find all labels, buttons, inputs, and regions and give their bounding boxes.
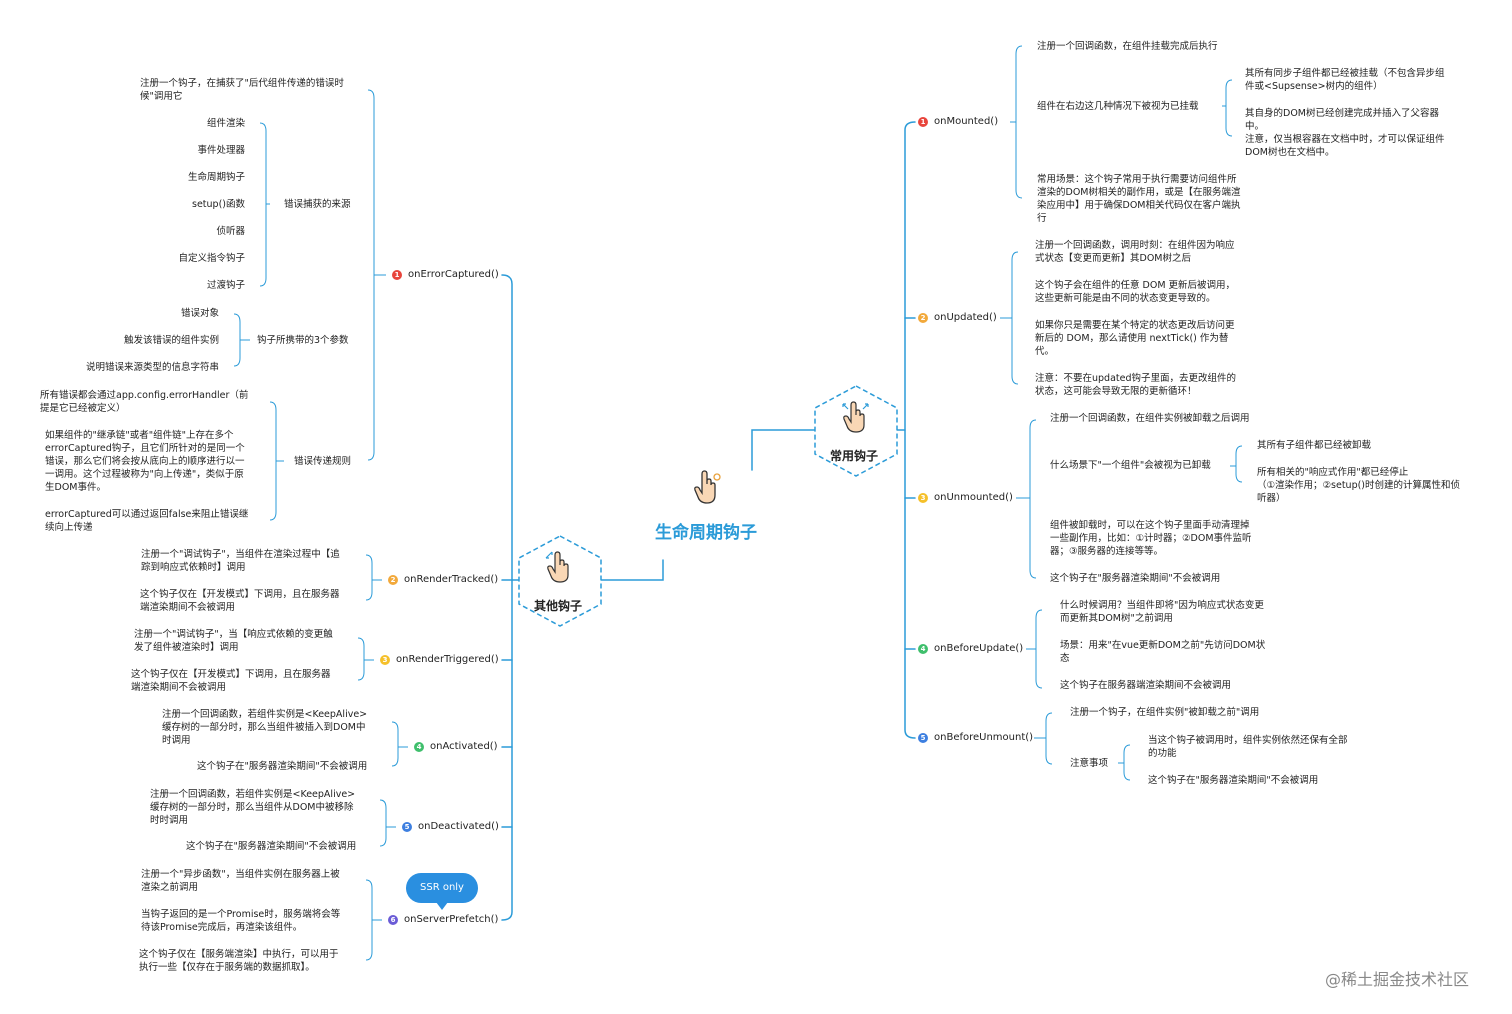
serverprefetch-note-1: 注册一个"异步函数"，当组件实例在服务器上被 渲染之前调用: [141, 869, 340, 893]
updated-note-2: 这个钩子会在组件的任意 DOM 更新后被调用， 这些更新可能是由不同的状态变更导…: [1035, 280, 1236, 304]
mounted-note-2b: 其自身的DOM树已经创建完成并插入了父容器 中。 注意，仅当根容器在文档中时，才…: [1245, 108, 1445, 158]
unmounted-note-2b: 所有相关的"响应式作用"都已经停止 （①渲染作用；②setup()时创建的计算属…: [1257, 467, 1461, 504]
error-source-3: 生命周期钩子: [187, 172, 245, 183]
mounted-note-2a: 其所有同步子组件都已经被挂载（不包含异步组 件或<Supsense>树内的组件）: [1245, 68, 1445, 92]
beforeupdate-note-1: 什么时候调用？当组件即将"因为响应式状态变更 而更新其DOM树"之前调用: [1060, 600, 1264, 624]
error-params-label: 钩子所携带的3个参数: [257, 335, 349, 346]
rendertriggered-note-1: 注册一个"调试钩子"，当【响应式依赖的变更触 发了组件被渲染时】调用: [134, 629, 333, 653]
number-6-icon: 6: [388, 915, 398, 925]
unmounted-note-1: 注册一个回调函数，在组件实例被卸载之后调用: [1050, 413, 1250, 424]
error-param-2: 触发该错误的组件实例: [123, 335, 219, 346]
tap-hand-icon: [694, 470, 721, 504]
number-1-icon: 1: [392, 270, 402, 280]
mounted-note-3: 常用场景：这个钩子常用于执行需要访问组件所 渲染的DOM树相关的副作用，或是【在…: [1037, 174, 1241, 224]
updated-note-3: 如果你只是需要在某个特定的状态更改后访问更 新后的 DOM，那么请使用 next…: [1035, 320, 1235, 357]
rendertracked-note-1: 注册一个"调试钩子"，当组件在渲染过程中【追 踪到响应式依赖时】调用: [141, 549, 340, 573]
serverprefetch-note-3: 这个钩子仅在【服务端渲染】中执行，可以用于 执行一些【仅存在于服务端的数据抓取】…: [139, 949, 339, 973]
number-2-icon: 2: [388, 575, 398, 585]
number-5-icon: 5: [402, 822, 412, 832]
number-4-icon: 4: [414, 742, 424, 752]
error-param-1: 错误对象: [180, 308, 219, 319]
deactivated-note-2: 这个钩子在"服务器渲染期间"不会被调用: [186, 841, 357, 852]
ssr-only-badge: SSR only: [406, 873, 478, 903]
mounted-note-1: 注册一个回调函数，在组件挂载完成后执行: [1037, 41, 1218, 52]
center-title: 生命周期钩子: [655, 523, 757, 543]
errorcaptured-note-1: 注册一个钩子，在捕获了"后代组件传递的错误时 候"调用它: [140, 78, 344, 102]
error-rule-1: 所有错误都会通过app.config.errorHandler（前 提是它已经被…: [40, 390, 249, 414]
updated-note-4: 注意：不要在updated钩子里面，去更改组件的 状态，这可能会导致无限的更新循…: [1035, 373, 1237, 397]
updated-note-1: 注册一个回调函数，调用时刻：在组件因为响应 式状态【变更而更新】其DOM树之后: [1035, 240, 1235, 264]
mounted-note-2: 组件在右边这几种情况下被视为已挂载: [1037, 101, 1199, 112]
number-2-icon: 2: [918, 313, 928, 323]
number-3-icon: 3: [918, 493, 928, 503]
common-hooks-label: 常用钩子: [830, 449, 879, 463]
error-source-2: 事件处理器: [197, 145, 245, 156]
error-rule-2: 如果组件的"继承链"或者"组件链"上存在多个 errorCaptured钩子，且…: [45, 430, 245, 493]
activated-note-2: 这个钩子在"服务器渲染期间"不会被调用: [197, 761, 368, 772]
swipe-hand-icon: [545, 551, 569, 583]
number-1-icon: 1: [918, 117, 928, 127]
activated-note-1: 注册一个回调函数，若组件实例是<KeepAlive> 缓存树的一部分时，那么当组…: [162, 709, 368, 746]
beforeunmount-note-2a: 当这个钩子被调用时，组件实例依然还保有全部 的功能: [1148, 735, 1348, 759]
rendertriggered-note-2: 这个钩子仅在【开发模式】下调用，且在服务器 端渲染期间不会被调用: [131, 669, 331, 693]
pinch-hand-icon: [842, 401, 869, 433]
other-hooks-label: 其他钩子: [534, 599, 583, 613]
rendertracked-note-2: 这个钩子仅在【开发模式】下调用，且在服务器 端渲染期间不会被调用: [140, 589, 340, 613]
error-source-4: setup()函数: [192, 199, 245, 210]
serverprefetch-note-2: 当钩子返回的是一个Promise时，服务端将会等 待该Promise完成后，再渲…: [141, 909, 341, 933]
number-4-icon: 4: [918, 644, 928, 654]
error-rules-label: 错误传递规则: [294, 456, 352, 467]
error-param-3: 说明错误来源类型的信息字符串: [85, 362, 219, 373]
number-5-icon: 5: [918, 733, 928, 743]
error-rule-3: errorCaptured可以通过返回false来阻止错误继 续向上传递: [45, 509, 249, 533]
beforeupdate-note-3: 这个钩子在服务器端渲染期间不会被调用: [1060, 680, 1232, 691]
error-source-1: 组件渲染: [206, 118, 245, 129]
beforeupdate-note-2: 场景：用来"在vue更新DOM之前"先访问DOM状 态: [1060, 640, 1266, 664]
beforeunmount-note-2b: 这个钩子在"服务器渲染期间"不会被调用: [1148, 775, 1319, 786]
beforeunmount-note-2: 注意事项: [1070, 758, 1109, 769]
unmounted-note-3: 组件被卸载时，可以在这个钩子里面手动清理掉 一些副作用，比如：①计时器；②DOM…: [1050, 520, 1252, 557]
unmounted-note-2: 什么场景下"一个组件"会被视为已卸载: [1050, 460, 1211, 471]
number-3-icon: 3: [380, 655, 390, 665]
deactivated-note-1: 注册一个回调函数，若组件实例是<KeepAlive> 缓存树的一部分时，那么当组…: [150, 789, 356, 826]
unmounted-note-4: 这个钩子在"服务器渲染期间"不会被调用: [1050, 573, 1221, 584]
watermark: @稀土掘金技术社区: [1325, 970, 1470, 989]
error-source-7: 过渡钩子: [206, 280, 245, 291]
error-source-5: 侦听器: [216, 226, 245, 237]
error-source-6: 自定义指令钩子: [178, 253, 245, 264]
error-sources-label: 错误捕获的来源: [284, 199, 351, 210]
unmounted-note-2a: 其所有子组件都已经被卸载: [1257, 440, 1372, 451]
beforeunmount-note-1: 注册一个钩子，在组件实例"被卸载之前"调用: [1070, 707, 1260, 718]
